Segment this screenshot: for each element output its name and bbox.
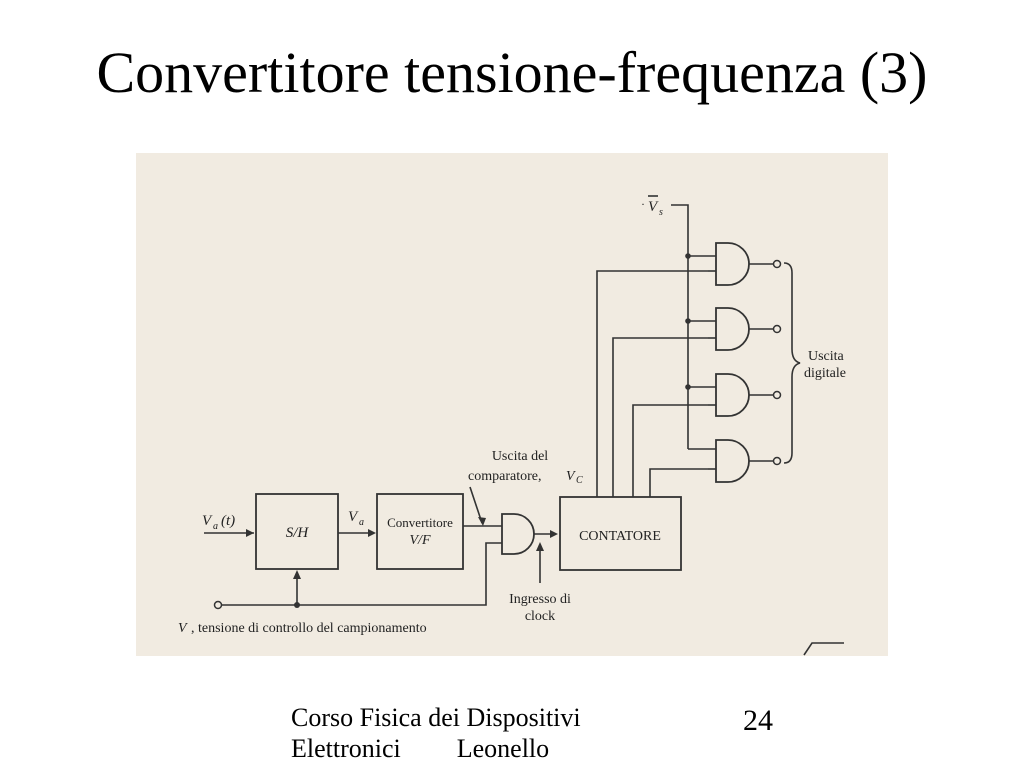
clock-label-line2: clock bbox=[525, 609, 555, 624]
comparator-pointer-arrow bbox=[478, 517, 486, 526]
comparator-label-symbol: V bbox=[566, 469, 576, 484]
output-label-line1: Uscita bbox=[808, 349, 845, 364]
control-terminal bbox=[213, 600, 223, 610]
counter-out-2-wire bbox=[612, 337, 708, 497]
page-number: 24 bbox=[743, 704, 773, 737]
control-label-text: , tensione di controllo del campionament… bbox=[191, 621, 427, 636]
input-arrow bbox=[246, 529, 254, 537]
output-gate-2 bbox=[708, 307, 782, 351]
control-wire bbox=[222, 542, 502, 606]
footer-author: Leonello bbox=[456, 734, 550, 763]
output-gate-4 bbox=[708, 439, 782, 483]
vs-label-sub: s bbox=[659, 207, 663, 218]
corner-stroke bbox=[803, 642, 844, 656]
sample-hold-block bbox=[255, 493, 339, 570]
vs-bus-wire bbox=[671, 204, 689, 449]
vf-converter-label: Convertitore bbox=[387, 515, 453, 530]
vf-converter-block bbox=[376, 493, 464, 570]
output-gate-1 bbox=[708, 242, 782, 286]
footer-course-line1: Corso Fisica dei Dispositivi bbox=[291, 703, 581, 732]
control-to-sh-arrow bbox=[293, 570, 301, 579]
gate-to-counter-arrow bbox=[550, 530, 558, 538]
va-arrow bbox=[368, 529, 376, 537]
comparator-label-line1: Uscita del bbox=[492, 449, 548, 464]
input-label-sub: a bbox=[213, 521, 218, 532]
sample-hold-label: S/H bbox=[286, 525, 310, 541]
clock-label-line1: Ingresso di bbox=[509, 592, 571, 607]
and-gate bbox=[501, 513, 535, 555]
counter-out-4-wire bbox=[649, 468, 708, 497]
block-diagram: V a (t) S/H V a Convertitore V/F V , ten… bbox=[178, 195, 846, 656]
output-label-line2: digitale bbox=[804, 366, 846, 381]
control-label-symbol: V bbox=[178, 621, 188, 636]
footer-course-word: Elettronici bbox=[291, 734, 401, 763]
clock-pointer-arrow bbox=[536, 542, 544, 551]
footer-course: Corso Fisica dei Dispositivi Elettronici… bbox=[291, 702, 581, 764]
counter-block bbox=[559, 496, 682, 571]
vf-converter-sublabel: V/F bbox=[410, 533, 431, 548]
footer-course-line2: Elettronici Leonello bbox=[291, 733, 581, 764]
vs-dot: · bbox=[641, 197, 645, 211]
input-label-v: V bbox=[202, 513, 213, 529]
va-label-v: V bbox=[348, 509, 359, 525]
counter-label: CONTATORE bbox=[579, 529, 661, 544]
va-label-sub: a bbox=[359, 517, 364, 528]
counter-out-1-wire bbox=[596, 270, 708, 497]
output-gate-3 bbox=[708, 373, 782, 417]
comparator-label-line2: comparatore, bbox=[468, 469, 541, 484]
slide-title: Convertitore tensione-frequenza (3) bbox=[96, 40, 928, 105]
input-label-arg: (t) bbox=[221, 513, 235, 529]
counter-out-3-wire bbox=[632, 404, 708, 497]
block-diagram-figure: V a (t) S/H V a Convertitore V/F V , ten… bbox=[136, 153, 888, 656]
vs-label-v: V bbox=[648, 199, 659, 215]
output-brace bbox=[783, 262, 801, 464]
comparator-label-sub: C bbox=[576, 475, 583, 486]
